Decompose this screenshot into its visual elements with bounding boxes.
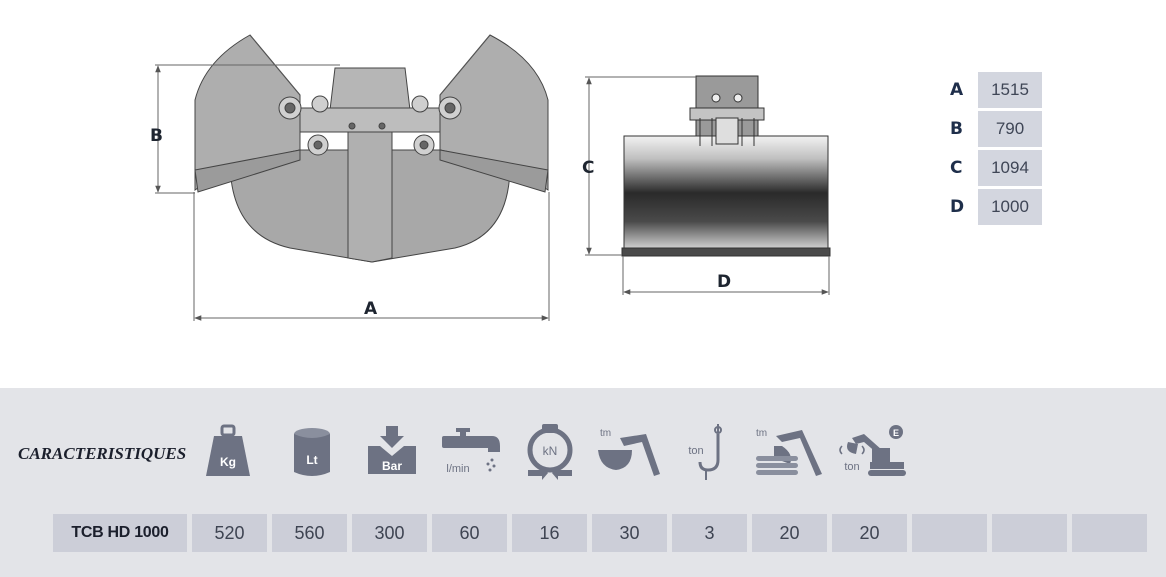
dimension-row-b: B 790	[950, 111, 1042, 147]
excavator-icon-badge: E	[893, 428, 899, 438]
flow-icon: l/min	[436, 424, 508, 480]
dimension-table: A 1515 B 790 C 1094 D 1000	[950, 72, 1042, 228]
excavator-icon-label: ton	[844, 461, 859, 473]
hook-icon: ton	[674, 424, 746, 482]
lift-moment-icon: tm	[752, 424, 824, 480]
torque-icon: tm	[592, 424, 664, 480]
empty-cell	[912, 514, 987, 552]
dimension-d-line	[622, 256, 830, 295]
force-icon-label: kN	[543, 444, 558, 458]
flow-value: 60	[432, 514, 507, 552]
capacity-value: 560	[272, 514, 347, 552]
empty-cell	[992, 514, 1067, 552]
side-view	[621, 75, 831, 257]
dimension-key: A	[950, 80, 964, 100]
force-icon: kN	[514, 424, 586, 480]
dimension-row-d: D 1000	[950, 189, 1042, 225]
dimension-value: 790	[978, 111, 1042, 147]
weight-value: 520	[192, 514, 267, 552]
capacity-icon-label: Lt	[306, 453, 317, 467]
flow-icon-label: l/min	[446, 463, 469, 475]
dimension-key: B	[950, 119, 963, 139]
bucket-drawing-svg: B A C	[150, 34, 831, 321]
dimension-value: 1515	[978, 72, 1042, 108]
torque-value: 30	[592, 514, 667, 552]
force-value: 16	[512, 514, 587, 552]
hook-value: 3	[672, 514, 747, 552]
dimension-c-label: C	[582, 158, 594, 178]
lift-moment-icon-label: tm	[756, 428, 767, 439]
excavator-value: 20	[832, 514, 907, 552]
dimension-b-line	[155, 64, 340, 194]
pressure-icon-label: Bar	[382, 459, 402, 473]
spec-panel: CARACTERISTIQUES Kg Lt Bar	[0, 388, 1166, 577]
pressure-icon: Bar	[356, 424, 428, 480]
hook-icon-label: ton	[688, 445, 703, 457]
weight-icon: Kg	[194, 424, 266, 480]
dimension-a-label: A	[364, 299, 378, 319]
clamshell-front-view	[194, 34, 549, 263]
dimension-key: D	[950, 197, 965, 217]
dimension-row-a: A 1515	[950, 72, 1042, 108]
capacity-icon: Lt	[276, 424, 348, 480]
excavator-icon: E ton	[834, 424, 906, 480]
pressure-value: 300	[352, 514, 427, 552]
dimension-a-line	[193, 192, 550, 321]
empty-cell	[1072, 514, 1147, 552]
weight-icon-label: Kg	[220, 455, 236, 469]
model-name: TCB HD 1000	[53, 514, 187, 552]
spec-row: TCB HD 1000 520 560 300 60 16 30 3 20 20	[53, 514, 1152, 552]
lift-moment-value: 20	[752, 514, 827, 552]
dimension-d-label: D	[717, 272, 731, 292]
spec-title: CARACTERISTIQUES	[18, 444, 187, 463]
torque-icon-label: tm	[600, 428, 611, 439]
dimension-value: 1000	[978, 189, 1042, 225]
dimension-b-label: B	[150, 126, 163, 146]
technical-drawing: B A C	[150, 34, 1042, 321]
dimension-value: 1094	[978, 150, 1042, 186]
dimension-c-line	[585, 76, 696, 256]
dimension-row-c: C 1094	[950, 150, 1042, 186]
dimension-key: C	[950, 158, 963, 178]
